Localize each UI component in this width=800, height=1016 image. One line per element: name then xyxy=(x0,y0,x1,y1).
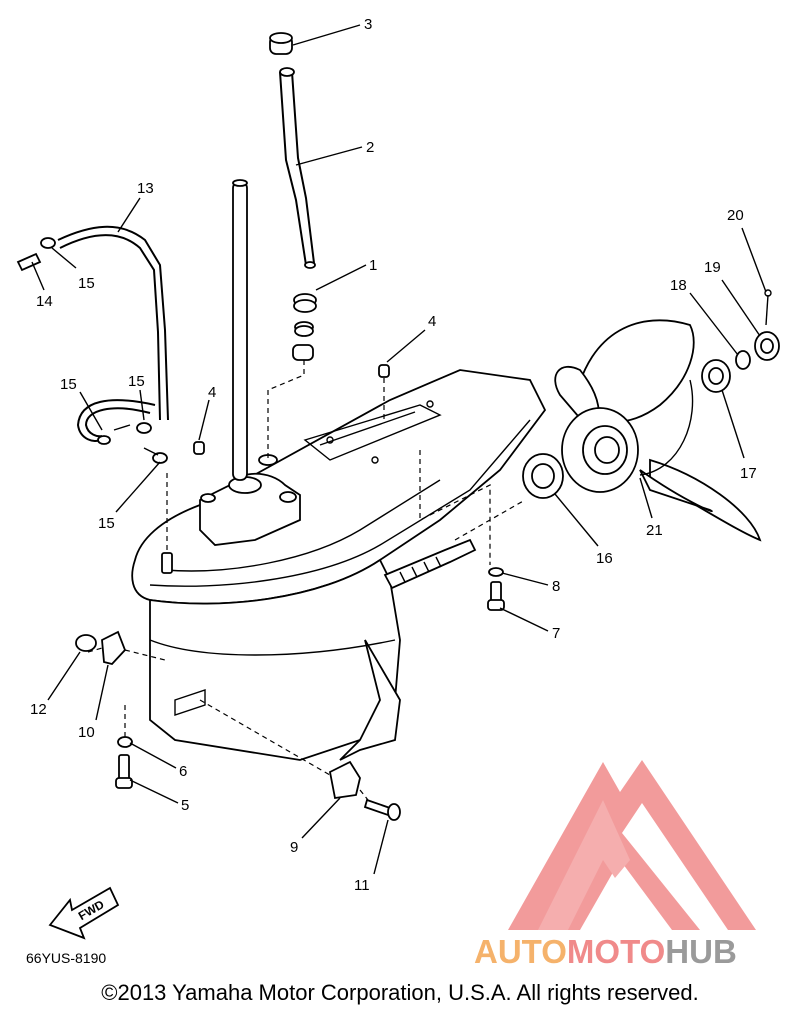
anode-10 xyxy=(101,630,127,666)
callout-18: 18 xyxy=(670,277,687,294)
propeller-21 xyxy=(554,319,762,542)
callout-4-left: 4 xyxy=(208,384,216,401)
dowel-pin-4-right xyxy=(378,364,390,378)
callout-10: 10 xyxy=(78,724,95,741)
callout-13: 13 xyxy=(137,180,154,197)
bolt-11 xyxy=(363,798,401,821)
nipple-14 xyxy=(16,252,159,456)
callout-19: 19 xyxy=(704,259,721,276)
callout-11: 11 xyxy=(354,877,370,894)
bolt-in-case xyxy=(161,470,173,574)
callout-15-bottom: 15 xyxy=(98,515,115,532)
fwd-arrow-icon: FWD xyxy=(48,886,120,940)
washer-8 xyxy=(488,567,504,577)
callout-15-middle: 15 xyxy=(128,373,145,390)
watermark-hub: HUB xyxy=(665,933,737,970)
callout-3: 3 xyxy=(364,16,372,33)
cotter-pin-20 xyxy=(764,289,772,326)
nut-12 xyxy=(75,634,97,652)
copyright-notice: ©2013 Yamaha Motor Corporation, U.S.A. A… xyxy=(101,980,699,1005)
callout-17: 17 xyxy=(740,465,757,482)
callout-2: 2 xyxy=(366,139,374,156)
bolt-5 xyxy=(115,754,133,789)
callout-9: 9 xyxy=(290,839,298,856)
grommet-1 xyxy=(292,293,317,361)
assembly-lines xyxy=(87,360,526,801)
thrust-washer-16 xyxy=(522,453,564,499)
washer-18 xyxy=(735,350,751,370)
dowel-pin-4-left xyxy=(193,441,205,455)
water-tube xyxy=(279,67,316,269)
part-number-callouts: 1 2 3 4 4 5 6 7 8 9 10 11 12 13 14 15 15… xyxy=(30,16,757,894)
callout-1: 1 xyxy=(369,257,377,274)
callout-6: 6 xyxy=(179,763,187,780)
diagram-code: 66YUS-8190 xyxy=(26,950,106,966)
prop-nut-19 xyxy=(754,331,780,361)
watermark-auto: AUTO xyxy=(474,933,567,970)
trim-tab-9 xyxy=(328,760,361,800)
drive-shaft xyxy=(232,179,248,481)
bolt-7 xyxy=(487,581,505,611)
washer-6 xyxy=(117,736,133,748)
watermark-logo xyxy=(508,760,756,930)
spacer-17 xyxy=(701,359,731,393)
grommet-3 xyxy=(269,32,293,55)
callout-14: 14 xyxy=(36,293,53,310)
callout-15-top: 15 xyxy=(78,275,95,292)
callout-4-right: 4 xyxy=(428,313,436,330)
watermark-wordmark: AUTOMOTOHUB xyxy=(474,933,737,970)
watermark-moto: MOTO xyxy=(567,933,665,970)
callout-20: 20 xyxy=(727,207,744,224)
hose-clip-15 xyxy=(40,237,168,464)
callout-7: 7 xyxy=(552,625,560,642)
callout-21: 21 xyxy=(646,522,663,539)
hose-13 xyxy=(57,225,169,443)
gear-case xyxy=(131,369,547,761)
callout-12: 12 xyxy=(30,701,47,718)
callout-5: 5 xyxy=(181,797,189,814)
leader-lines xyxy=(31,24,767,875)
callout-8: 8 xyxy=(552,578,560,595)
callout-15-left: 15 xyxy=(60,376,77,393)
callout-16: 16 xyxy=(596,550,613,567)
